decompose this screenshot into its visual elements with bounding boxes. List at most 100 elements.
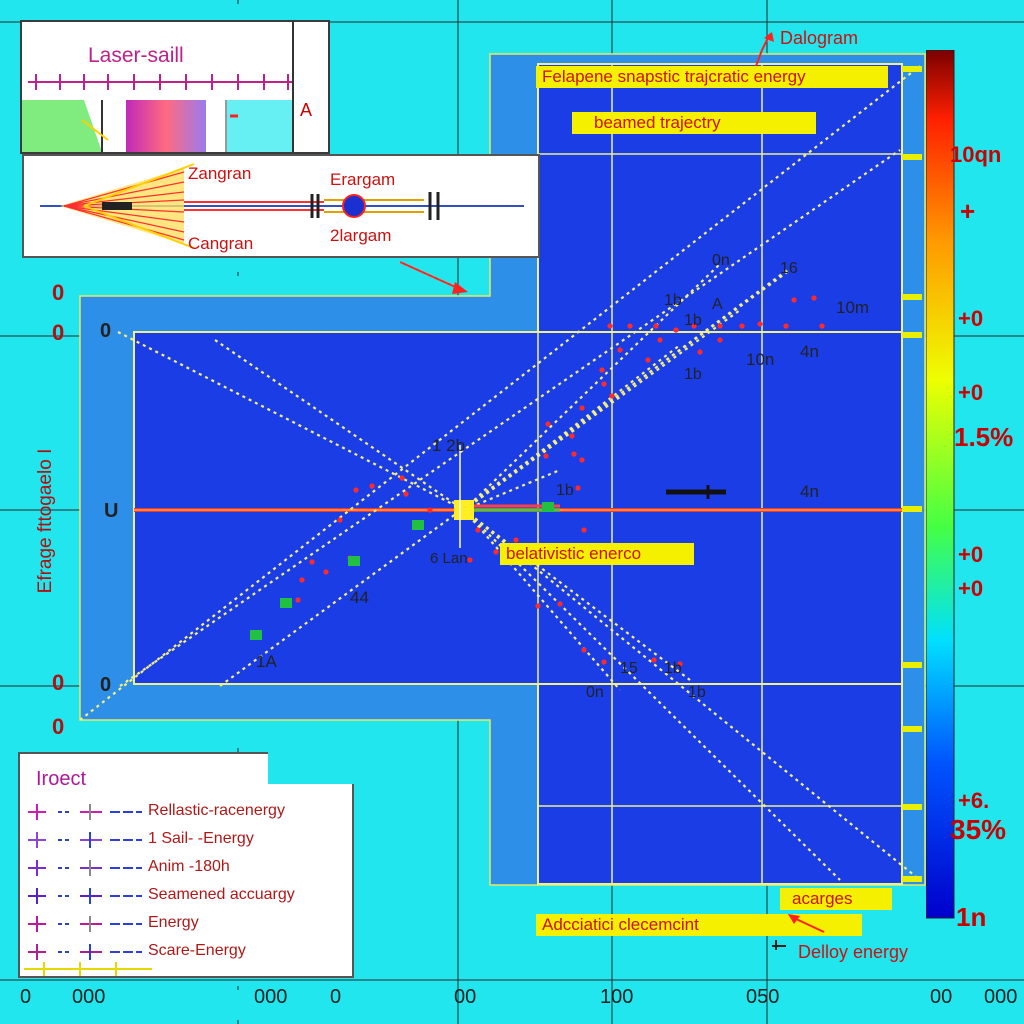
bottom-axis-tick: 00 bbox=[454, 986, 477, 1008]
scatter-marker bbox=[542, 502, 554, 512]
scatter-marker bbox=[280, 598, 292, 608]
plot-label: 6 Lan bbox=[430, 550, 468, 567]
colorbar-label: +6. bbox=[958, 788, 990, 813]
legend-swatch bbox=[28, 860, 142, 876]
legend-swatch bbox=[28, 916, 142, 932]
scatter-point bbox=[337, 517, 343, 523]
legend-swatch bbox=[28, 888, 142, 904]
scatter-point bbox=[717, 323, 723, 329]
panel-strip bbox=[22, 100, 292, 152]
scatter-point bbox=[607, 323, 613, 329]
scatter-point bbox=[545, 421, 551, 427]
bottom-axis-tick: 00 bbox=[930, 986, 953, 1008]
scatter-point bbox=[513, 537, 519, 543]
scatter-point bbox=[543, 453, 549, 459]
legend: Iroect Rellastic-racenergy 1 Sail- -Energ… bbox=[18, 752, 354, 978]
scatter-point bbox=[493, 549, 499, 555]
legend-title: Iroect bbox=[36, 768, 87, 790]
scatter-point bbox=[601, 381, 607, 387]
legend-swatch bbox=[28, 832, 142, 848]
scatter-point bbox=[399, 475, 405, 481]
scatter-point bbox=[811, 295, 817, 301]
legend-item-label: Anim -180h bbox=[148, 858, 230, 875]
banner-relativistic: belativistic enerco bbox=[500, 543, 694, 565]
legend-item-label: 1 Sail- -Energy bbox=[148, 830, 254, 847]
legend-item: Rellastic-racenergy bbox=[20, 800, 350, 824]
scatter-point bbox=[791, 297, 797, 303]
legend-swatch bbox=[28, 944, 142, 960]
inset-drawing bbox=[40, 163, 524, 249]
left-axis-tick: 0 bbox=[52, 670, 65, 695]
banner-bottom: Adcciatici clecemcint bbox=[536, 914, 862, 936]
scatter-point bbox=[677, 661, 683, 667]
delloy-label: Delloy energy bbox=[798, 942, 909, 962]
legend-swatch bbox=[28, 804, 142, 820]
panel-ruler bbox=[28, 74, 292, 90]
plot-label: 4n bbox=[800, 342, 819, 361]
legend-item: Anim -180h bbox=[20, 856, 350, 880]
colorbar-label: +0 bbox=[958, 576, 984, 601]
scatter-point bbox=[645, 357, 651, 363]
scatter-point bbox=[403, 491, 409, 497]
plot-label: 1b bbox=[556, 482, 574, 499]
bottom-axis-tick: 000 bbox=[72, 986, 106, 1008]
panel-divider bbox=[292, 22, 294, 152]
delloy-pointer bbox=[772, 914, 825, 950]
inner-tick: 0 bbox=[100, 320, 112, 342]
colorbar bbox=[926, 50, 955, 919]
colorbar-label: +0 bbox=[958, 380, 984, 405]
scatter-point bbox=[353, 487, 359, 493]
left-axis-tick: 0 bbox=[52, 320, 65, 345]
scatter-point bbox=[783, 323, 789, 329]
legend-item: 1 Sail- -Energy bbox=[20, 828, 350, 852]
legend-item: Scare-Energy bbox=[20, 940, 350, 964]
colorbar-label: + bbox=[960, 196, 976, 226]
plot-label: 1b bbox=[688, 684, 706, 701]
plot-label: 0n bbox=[586, 684, 604, 701]
plot-label: 1b bbox=[664, 660, 682, 677]
plot-label: 10m bbox=[836, 298, 870, 317]
legend-item-label: Energy bbox=[148, 914, 199, 931]
colorbar-label: 10qn bbox=[950, 142, 1002, 167]
plot-label: 4n bbox=[800, 482, 819, 501]
panel-title: Laser-saill bbox=[88, 44, 184, 67]
banner-beamed: beamed trajectry bbox=[572, 112, 816, 134]
plot-label: 1b bbox=[684, 366, 702, 383]
plot-label: 1A bbox=[256, 652, 277, 671]
bottom-axis-tick: 100 bbox=[600, 986, 634, 1008]
scatter-point bbox=[819, 323, 825, 329]
scatter-marker bbox=[412, 520, 424, 530]
scatter-point bbox=[571, 451, 577, 457]
legend-item-label: Scare-Energy bbox=[148, 942, 246, 959]
left-axis-tick: U bbox=[104, 500, 119, 522]
bottom-axis-tick: 000 bbox=[984, 986, 1018, 1008]
bottom-axis-tick: 0 bbox=[330, 986, 342, 1008]
bottom-axis-tick: 0 bbox=[20, 986, 32, 1008]
scatter-point bbox=[309, 559, 315, 565]
scatter-point bbox=[467, 557, 473, 563]
banner-top: Felapene snapstic trajcratic energy bbox=[536, 66, 888, 88]
scatter-point bbox=[657, 337, 663, 343]
left-axis-tick: 0 bbox=[52, 280, 65, 305]
scatter-point bbox=[475, 527, 481, 533]
inset-label-top-right: Erargam bbox=[330, 170, 396, 189]
scatter-point bbox=[627, 323, 633, 329]
plot-label: 1b bbox=[684, 312, 702, 329]
scatter-point bbox=[569, 433, 575, 439]
plot-label: 15 bbox=[620, 660, 638, 677]
inset-label-bottom-left: Cangran bbox=[188, 234, 254, 253]
colorbar-label: +0 bbox=[958, 542, 984, 567]
scatter-point bbox=[579, 457, 585, 463]
legend-item-label: Seamened accuargy bbox=[148, 886, 295, 903]
scatter-marker bbox=[250, 630, 262, 640]
colorbar-label: 1n bbox=[956, 902, 987, 932]
bottom-axis-tick: 000 bbox=[254, 986, 288, 1008]
colorbar-label: +0 bbox=[958, 306, 984, 331]
inset-diagram: Zangran Cangran Erargam 2largam bbox=[22, 154, 540, 258]
colorbar-label: 35% bbox=[950, 814, 1007, 845]
legend-scale bbox=[24, 962, 152, 976]
laser-sail-panel: Laser-saill bbox=[20, 20, 330, 154]
colorbar-ticks bbox=[902, 66, 922, 882]
